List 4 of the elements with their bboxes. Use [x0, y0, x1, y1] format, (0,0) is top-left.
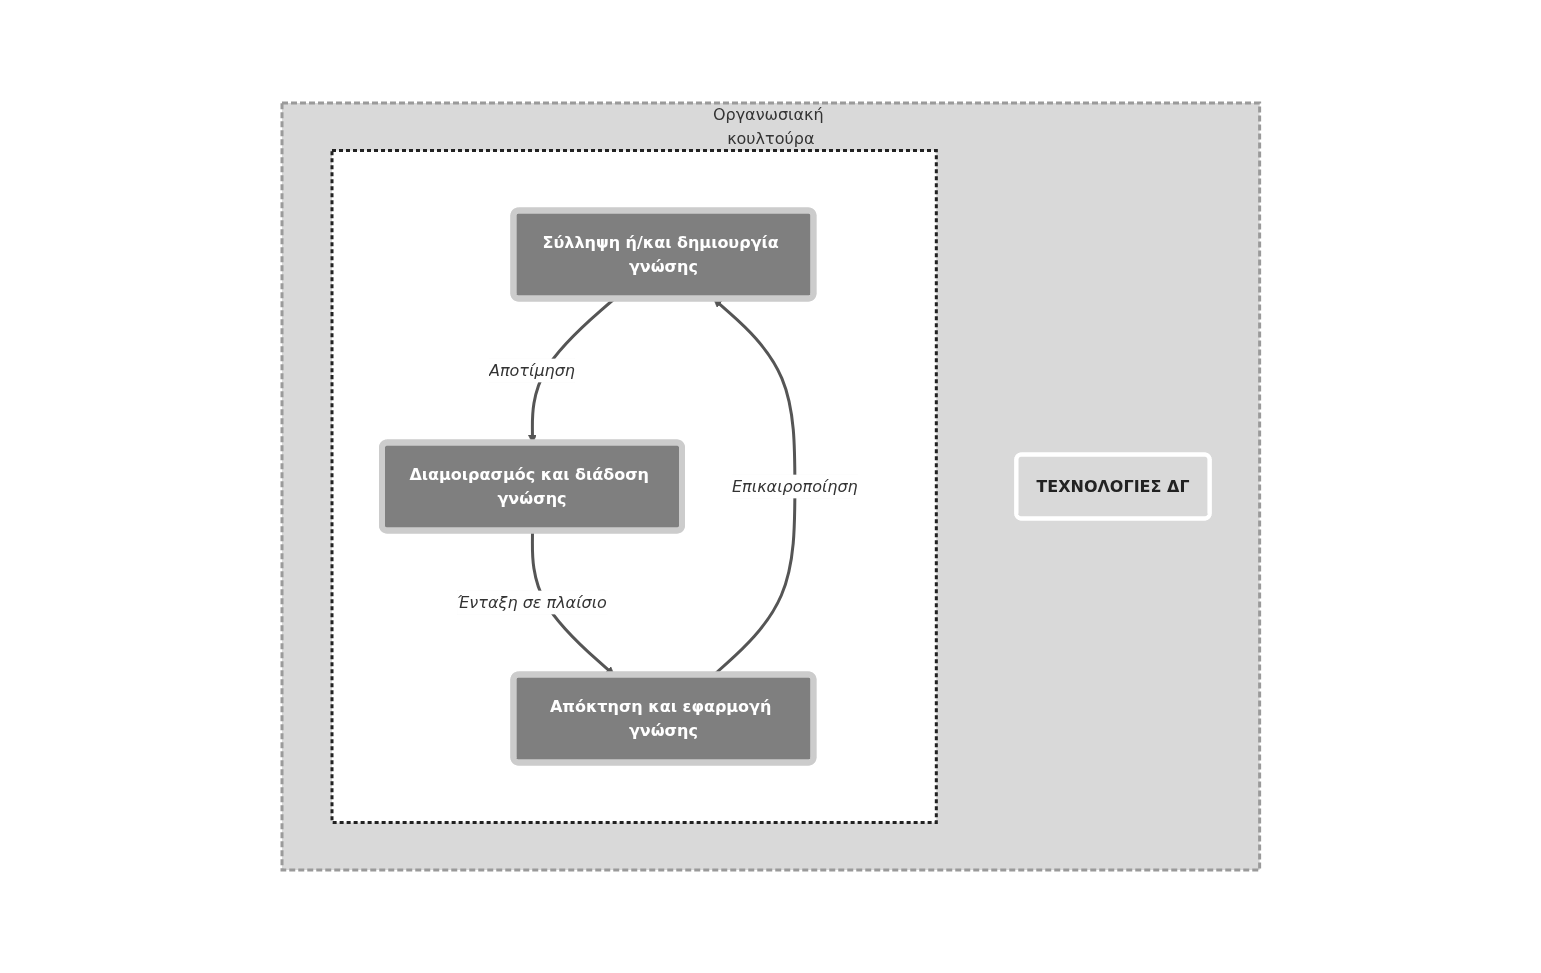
edge-label: Ένταξη σε πλαίσιο: [456, 592, 607, 612]
edge-label: Επικαιροποίηση: [731, 476, 858, 496]
edge-label: Αποτίμηση: [488, 360, 575, 380]
cluster: [330, 149, 938, 824]
